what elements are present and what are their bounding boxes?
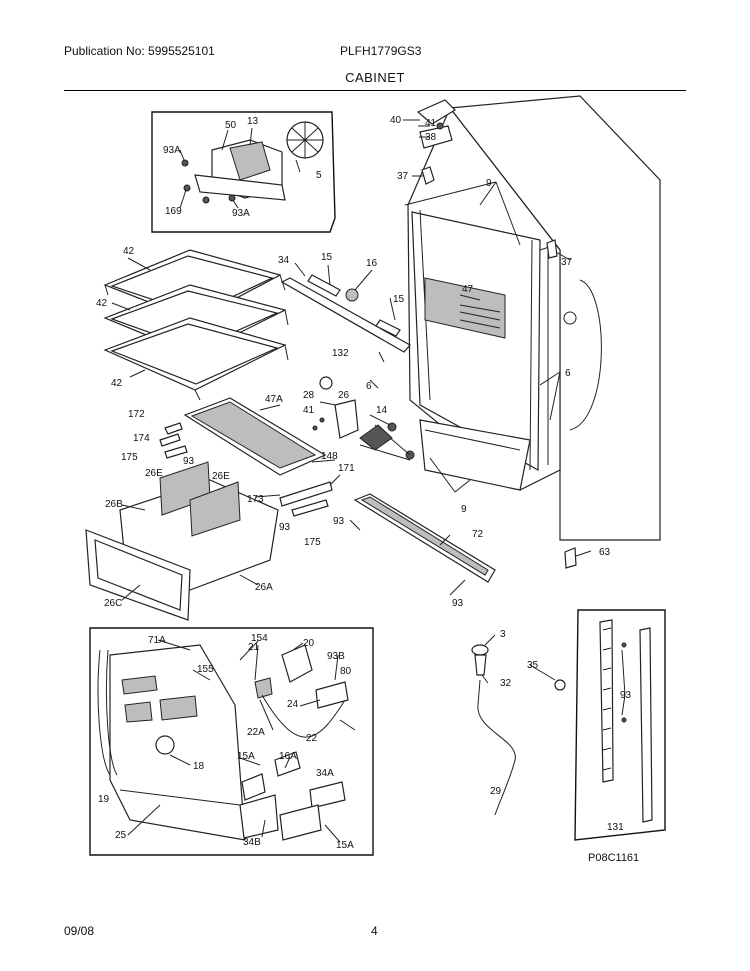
callout-21: 21 [248, 642, 260, 653]
callout-14: 14 [376, 405, 388, 416]
callout-15a-top: 15A [237, 751, 255, 762]
callout-6-left: 6 [366, 381, 372, 392]
callout-22a: 22A [247, 727, 265, 738]
callout-41: 41 [425, 118, 437, 129]
callout-37-top: 37 [397, 171, 409, 182]
callout-labels: 40 41 38 37 9 37 50 13 93A 5 169 93A 42 … [96, 115, 639, 864]
light-bar [280, 274, 411, 353]
section-title: CABINET [345, 70, 405, 85]
diagram-code: P08C1161 [588, 852, 639, 864]
rail-inset [574, 609, 666, 841]
callout-40: 40 [390, 115, 402, 126]
callout-93-a: 93 [183, 456, 195, 467]
callout-93-b: 93 [279, 522, 291, 533]
callout-22: 22 [306, 733, 318, 744]
callout-26c: 26C [104, 598, 122, 609]
callout-9-bottom: 9 [461, 504, 467, 515]
publication-number: Publication No: 5995525101 [64, 44, 215, 58]
callout-6-right: 6 [565, 368, 571, 379]
callout-26a: 26A [255, 582, 273, 593]
callout-26: 26 [338, 390, 350, 401]
callout-9-top: 9 [486, 178, 492, 189]
callout-131: 131 [607, 822, 624, 833]
kick-plate [353, 493, 496, 583]
callout-38: 38 [425, 132, 437, 143]
callout-34: 34 [278, 255, 290, 266]
callout-26e-b: 26E [212, 471, 230, 482]
leader-lines [111, 119, 626, 843]
callout-93b: 93B [327, 651, 345, 662]
cabinet-body [359, 95, 661, 569]
drain-tube-assembly [471, 644, 566, 816]
callout-42-b: 42 [96, 298, 108, 309]
callout-93-right: 93 [620, 690, 632, 701]
callout-72: 72 [472, 529, 484, 540]
crisper-drawer [85, 461, 333, 621]
crisper-cover [159, 397, 327, 476]
callout-34a: 34A [316, 768, 334, 779]
callout-93a-bottom: 93A [232, 208, 250, 219]
callout-47: 47 [462, 284, 474, 295]
callout-26b: 26B [105, 499, 123, 510]
callout-13: 13 [247, 116, 259, 127]
callout-15a-bottom: 15A [336, 840, 354, 851]
model-number: PLFH1779GS3 [340, 44, 422, 58]
callout-80: 80 [340, 666, 352, 677]
callout-50: 50 [225, 120, 237, 131]
callout-47a: 47A [265, 394, 283, 405]
callout-172: 172 [128, 409, 145, 420]
header-rule [64, 90, 686, 91]
shelves [103, 249, 289, 401]
callout-37-right: 37 [561, 257, 573, 268]
callout-41-lower: 41 [303, 405, 315, 416]
callout-32: 32 [500, 678, 512, 689]
callout-93-d: 93 [452, 598, 464, 609]
callout-42-c: 42 [111, 378, 123, 389]
callout-15-a: 15 [321, 252, 333, 263]
callout-16: 16 [366, 258, 378, 269]
callout-132: 132 [332, 348, 349, 359]
callout-154: 154 [251, 633, 268, 644]
callout-15-b: 15 [393, 294, 405, 305]
callout-16a: 16A [279, 751, 297, 762]
bracket-assembly [312, 376, 393, 451]
callout-35: 35 [527, 660, 539, 671]
callout-155: 155 [197, 664, 214, 675]
callout-3: 3 [500, 629, 506, 640]
callout-26e-a: 26E [145, 468, 163, 479]
callout-19: 19 [98, 794, 110, 805]
callout-93-c: 93 [333, 516, 345, 527]
callout-175-bottom: 175 [304, 537, 321, 548]
callout-174: 174 [133, 433, 150, 444]
footer-date: 09/08 [64, 924, 95, 938]
page-number: 4 [371, 924, 378, 938]
control-panel-inset [89, 627, 374, 856]
callout-63: 63 [599, 547, 611, 558]
callout-148: 148 [321, 451, 338, 462]
callout-71a: 71A [148, 635, 166, 646]
callout-5: 5 [316, 170, 322, 181]
fan-motor-inset [151, 111, 336, 233]
callout-29: 29 [490, 786, 502, 797]
callout-28: 28 [303, 390, 315, 401]
callout-34b: 34B [243, 837, 261, 848]
callout-20: 20 [303, 638, 315, 649]
callout-42-a: 42 [123, 246, 135, 257]
callout-18: 18 [193, 761, 205, 772]
callout-175-top: 175 [121, 452, 138, 463]
callout-93a-top: 93A [163, 145, 181, 156]
callout-173: 173 [247, 494, 264, 505]
callout-24: 24 [287, 699, 299, 710]
callout-171: 171 [338, 463, 355, 474]
callout-169: 169 [165, 206, 182, 217]
callout-25: 25 [115, 830, 127, 841]
